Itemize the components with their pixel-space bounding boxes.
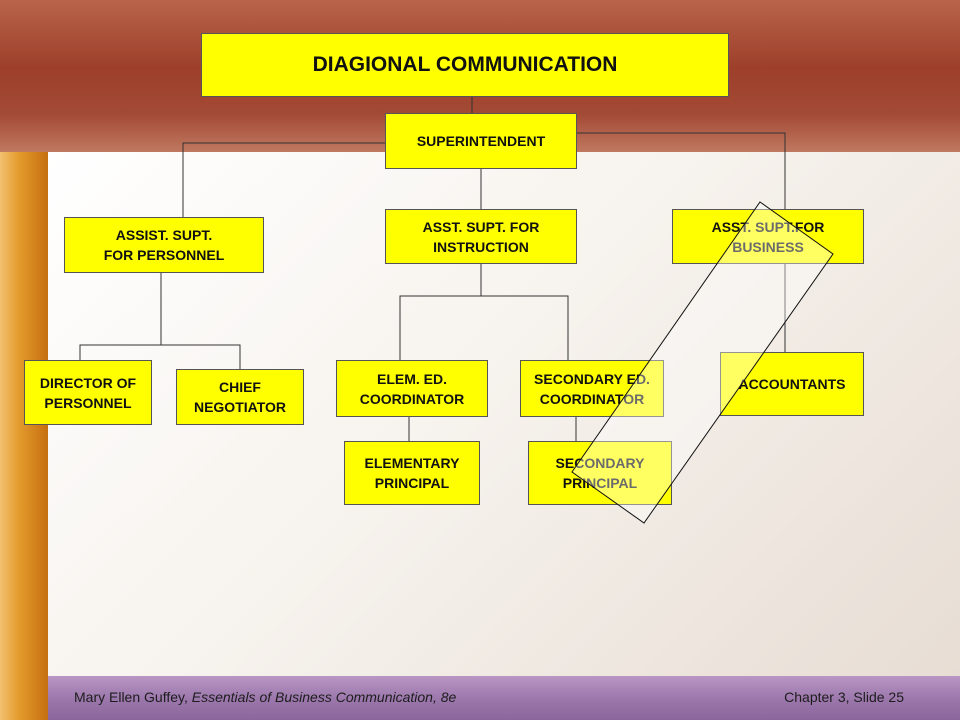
accountants-box: ACCOUNTANTS: [720, 352, 864, 416]
connector-instruction-children: [399, 295, 569, 360]
footer-slide-number: Chapter 3, Slide 25: [784, 689, 904, 705]
superintendent-box: SUPERINTENDENT: [385, 113, 577, 169]
secondary-principal-box: SECONDARY PRINCIPAL: [528, 441, 672, 505]
chief-negotiator-box: CHIEF NEGOTIATOR: [176, 369, 304, 425]
footer-bar: [48, 676, 960, 720]
footer-book-title: Essentials of Business Communication, 8e: [191, 689, 457, 705]
diagram-title: DIAGIONAL COMMUNICATION: [201, 33, 729, 97]
asst-supt-business-box: ASST. SUPT.FOR BUSINESS: [672, 209, 864, 264]
footer-author: Mary Ellen Guffey,: [74, 689, 188, 705]
asst-supt-instruction-box: ASST. SUPT. FOR INSTRUCTION: [385, 209, 577, 264]
secondary-ed-coordinator-box: SECONDARY ED. COORDINATOR: [520, 360, 664, 417]
diagonal-highlight-rect: [571, 201, 834, 524]
connector-superintendent-personnel: [182, 142, 385, 217]
left-accent-bar: [0, 152, 48, 720]
connector-personnel-children: [79, 344, 241, 369]
elementary-principal-box: ELEMENTARY PRINCIPAL: [344, 441, 480, 505]
footer-citation: Mary Ellen Guffey, Essentials of Busines…: [74, 689, 456, 705]
director-of-personnel-box: DIRECTOR OF PERSONNEL: [24, 360, 152, 425]
elem-ed-coordinator-box: ELEM. ED. COORDINATOR: [336, 360, 488, 417]
assist-supt-personnel-box: ASSIST. SUPT. FOR PERSONNEL: [64, 217, 264, 273]
connector-superintendent-business: [577, 132, 786, 209]
